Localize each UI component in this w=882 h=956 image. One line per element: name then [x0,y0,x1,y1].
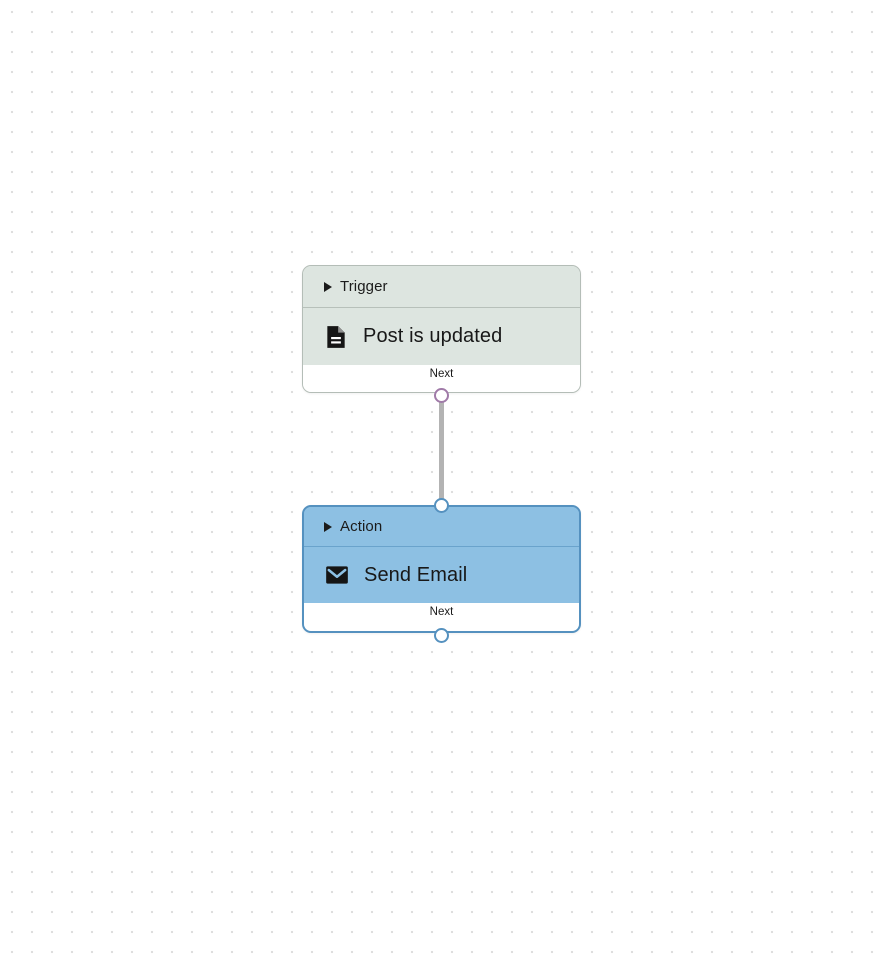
trigger-next-output-port[interactable] [434,388,449,403]
connector-trigger-to-action[interactable] [439,394,444,508]
action-node-divider [304,546,579,547]
action-node-header[interactable]: Action [304,507,579,546]
collapsed-triangle-icon[interactable] [324,281,332,292]
trigger-node-divider [303,307,580,308]
trigger-node-footer[interactable]: Next [303,365,580,392]
collapsed-triangle-icon[interactable] [324,521,332,532]
document-icon [327,325,345,348]
action-input-port[interactable] [434,498,449,513]
action-node-header-label: Action [340,518,383,535]
action-node-footer[interactable]: Next [304,603,579,631]
action-next-label: Next [429,606,454,618]
trigger-next-label: Next [429,368,454,380]
envelope-icon [326,566,348,584]
trigger-node-title: Post is updated [363,325,503,347]
trigger-node-header-label: Trigger [340,278,388,295]
trigger-node-body[interactable]: Post is updated [303,308,580,365]
workflow-node-action[interactable]: Action Send Email Next [302,505,581,633]
action-node-title: Send Email [364,563,468,586]
workflow-node-trigger[interactable]: Trigger Post is updated Next [302,265,581,393]
trigger-node-header[interactable]: Trigger [303,266,580,307]
action-node-body[interactable]: Send Email [304,547,579,603]
action-next-output-port[interactable] [434,628,449,643]
